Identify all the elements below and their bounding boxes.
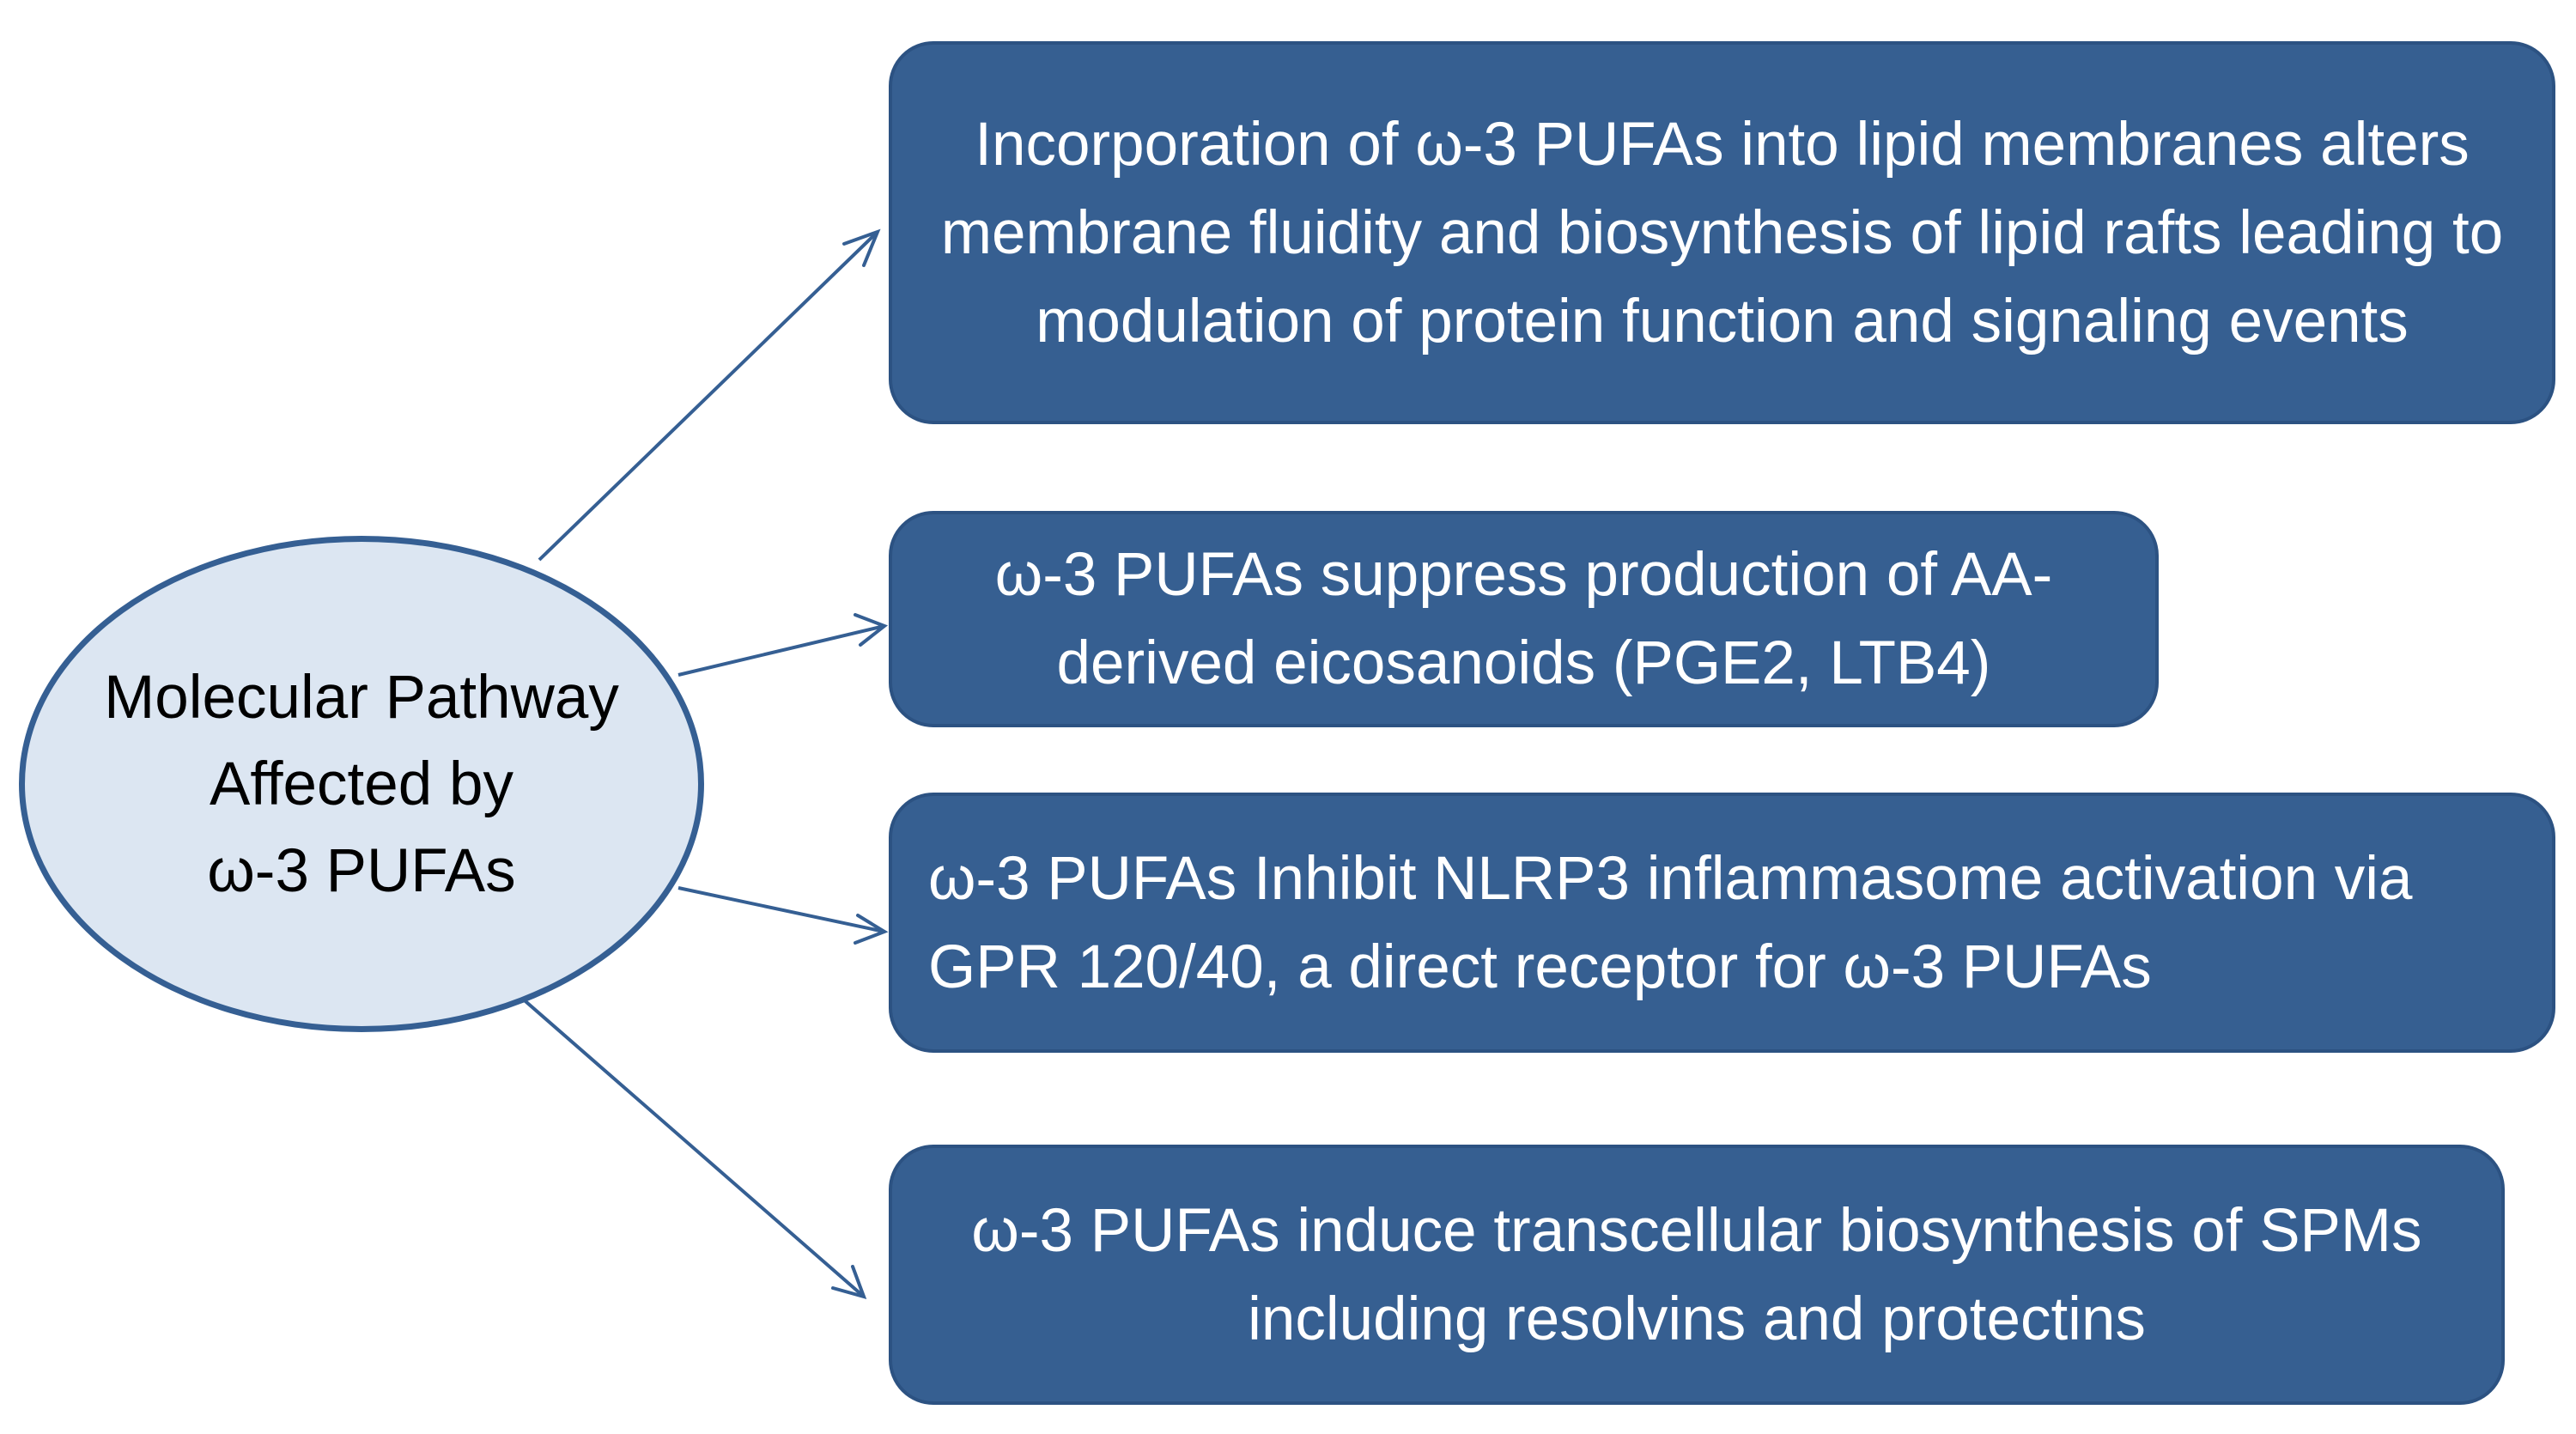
pathway-box-text: Incorporation of ω-3 PUFAs into lipid me… [940, 110, 2504, 355]
arrowhead-2 [854, 613, 889, 647]
central-label: Molecular Pathway Affected by ω-3 PUFAs [104, 663, 619, 905]
pathway-box-text: ω-3 PUFAs Inhibit NLRP3 inflammasome act… [928, 844, 2413, 1001]
arrow-to-box-3 [677, 886, 885, 933]
pathway-box-inflammasome: ω-3 PUFAs Inhibit NLRP3 inflammasome act… [889, 793, 2555, 1053]
arrow-to-box-4 [518, 994, 866, 1298]
pathway-box-spms: ω-3 PUFAs induce transcellular biosynthe… [889, 1145, 2505, 1405]
pathway-box-text: ω-3 PUFAs induce transcellular biosynthe… [971, 1196, 2422, 1353]
pathway-box-membrane: Incorporation of ω-3 PUFAs into lipid me… [889, 41, 2555, 424]
arrowhead-4 [831, 1265, 867, 1299]
pathway-box-text: ω-3 PUFAs suppress production of AA-deri… [994, 541, 2053, 697]
arrowhead-1 [842, 228, 881, 267]
arrow-to-box-2 [677, 624, 885, 677]
arrow-to-box-1 [538, 230, 879, 562]
central-ellipse: Molecular Pathway Affected by ω-3 PUFAs [19, 536, 704, 1032]
pathway-box-eicosanoids: ω-3 PUFAs suppress production of AA-deri… [889, 511, 2159, 727]
arrowhead-3 [854, 914, 889, 945]
